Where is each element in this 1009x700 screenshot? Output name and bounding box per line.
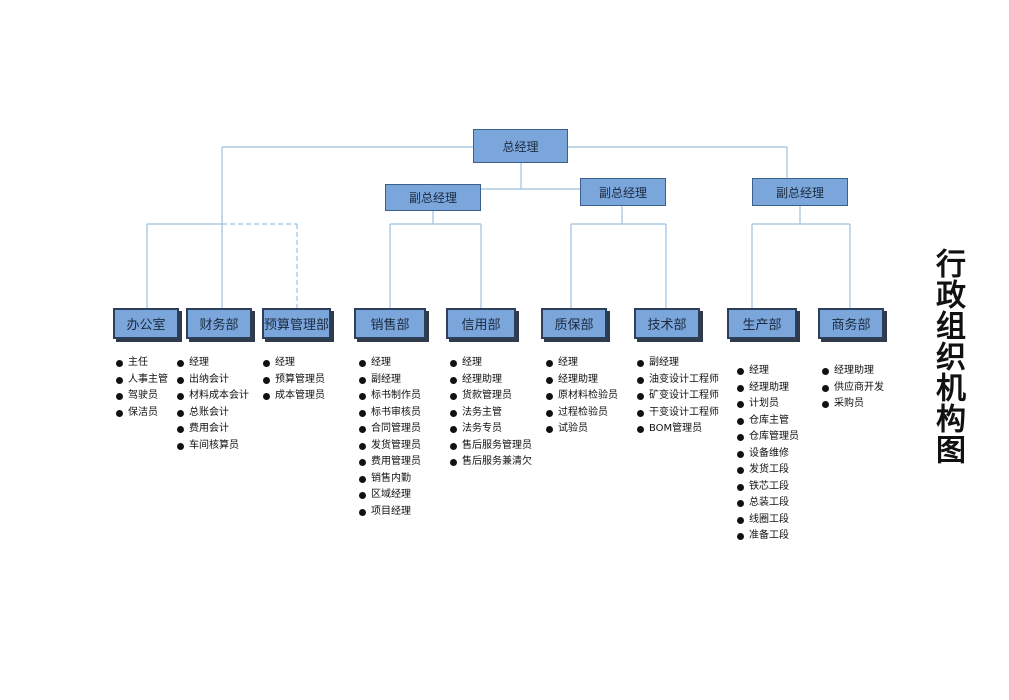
staff-item: 销售内勤 <box>359 471 421 488</box>
staff-item: 售后服务管理员 <box>450 438 532 455</box>
staff-item: 成本管理员 <box>263 388 325 405</box>
vp-box-2: 副总经理 <box>580 178 666 206</box>
dept-box-qa: 质保部 <box>541 308 607 339</box>
staff-item: 经理 <box>450 355 532 372</box>
staff-item: 矿变设计工程师 <box>637 388 719 405</box>
staff-item: 发货管理员 <box>359 438 421 455</box>
staff-item: 人事主管 <box>116 372 168 389</box>
staff-item: 经理 <box>737 363 799 380</box>
staff-item: BOM管理员 <box>637 421 719 438</box>
staff-item: 线圈工段 <box>737 512 799 529</box>
staff-item: 驾驶员 <box>116 388 168 405</box>
dept-box-business: 商务部 <box>818 308 884 339</box>
staff-item: 采购员 <box>822 396 884 413</box>
staff-item: 油变设计工程师 <box>637 372 719 389</box>
staff-item: 货款管理员 <box>450 388 532 405</box>
dept-box-production: 生产部 <box>727 308 797 339</box>
staff-item: 项目经理 <box>359 504 421 521</box>
staff-list-business: 经理助理 供应商开发 采购员 <box>822 363 884 413</box>
staff-item: 标书审核员 <box>359 405 421 422</box>
staff-item: 标书制作员 <box>359 388 421 405</box>
staff-item: 仓库管理员 <box>737 429 799 446</box>
staff-item: 经理助理 <box>737 380 799 397</box>
staff-item: 费用会计 <box>177 421 249 438</box>
staff-item: 法务主管 <box>450 405 532 422</box>
staff-item: 经理助理 <box>822 363 884 380</box>
chart-title: 行政组织机构图 <box>930 248 965 465</box>
staff-item: 计划员 <box>737 396 799 413</box>
staff-list-qa: 经理 经理助理 原材料检验员 过程检验员 试验员 <box>546 355 618 438</box>
staff-list-credit: 经理 经理助理 货款管理员 法务主管 法务专员 售后服务管理员 售后服务兼清欠 <box>450 355 532 471</box>
staff-item: 费用管理员 <box>359 454 421 471</box>
staff-item: 保洁员 <box>116 405 168 422</box>
staff-item: 供应商开发 <box>822 380 884 397</box>
staff-item: 车间核算员 <box>177 438 249 455</box>
staff-item: 材料成本会计 <box>177 388 249 405</box>
staff-list-office: 主任 人事主管 驾驶员 保洁员 <box>116 355 168 421</box>
staff-item: 区域经理 <box>359 487 421 504</box>
vp-box-1: 副总经理 <box>385 184 481 211</box>
staff-item: 出纳会计 <box>177 372 249 389</box>
staff-item: 经理 <box>546 355 618 372</box>
dept-box-credit: 信用部 <box>446 308 516 339</box>
dept-box-finance: 财务部 <box>186 308 252 339</box>
staff-item: 过程检验员 <box>546 405 618 422</box>
staff-list-production: 经理 经理助理 计划员 仓库主管 仓库管理员 设备维修 发货工段 铁芯工段 总装… <box>737 363 799 545</box>
staff-item: 预算管理员 <box>263 372 325 389</box>
staff-item: 设备维修 <box>737 446 799 463</box>
dept-box-budget: 预算管理部 <box>262 308 331 339</box>
staff-item: 主任 <box>116 355 168 372</box>
staff-item: 经理助理 <box>450 372 532 389</box>
staff-item: 副经理 <box>637 355 719 372</box>
staff-item: 售后服务兼清欠 <box>450 454 532 471</box>
general-manager-box: 总经理 <box>473 129 568 163</box>
staff-item: 经理 <box>263 355 325 372</box>
staff-item: 原材料检验员 <box>546 388 618 405</box>
staff-item: 发货工段 <box>737 462 799 479</box>
dept-box-sales: 销售部 <box>354 308 426 339</box>
staff-item: 合同管理员 <box>359 421 421 438</box>
staff-item: 总账会计 <box>177 405 249 422</box>
staff-item: 仓库主管 <box>737 413 799 430</box>
staff-item: 铁芯工段 <box>737 479 799 496</box>
staff-item: 法务专员 <box>450 421 532 438</box>
staff-item: 准备工段 <box>737 528 799 545</box>
staff-item: 干变设计工程师 <box>637 405 719 422</box>
staff-item: 试验员 <box>546 421 618 438</box>
staff-item: 总装工段 <box>737 495 799 512</box>
staff-list-finance: 经理 出纳会计 材料成本会计 总账会计 费用会计 车间核算员 <box>177 355 249 454</box>
staff-item: 经理助理 <box>546 372 618 389</box>
staff-list-sales: 经理 副经理 标书制作员 标书审核员 合同管理员 发货管理员 费用管理员 销售内… <box>359 355 421 520</box>
dept-box-tech: 技术部 <box>634 308 700 339</box>
staff-item: 经理 <box>177 355 249 372</box>
staff-list-tech: 副经理 油变设计工程师 矿变设计工程师 干变设计工程师 BOM管理员 <box>637 355 719 438</box>
vp-box-3: 副总经理 <box>752 178 848 206</box>
dept-box-office: 办公室 <box>113 308 179 339</box>
staff-item: 经理 <box>359 355 421 372</box>
staff-list-budget: 经理 预算管理员 成本管理员 <box>263 355 325 405</box>
staff-item: 副经理 <box>359 372 421 389</box>
